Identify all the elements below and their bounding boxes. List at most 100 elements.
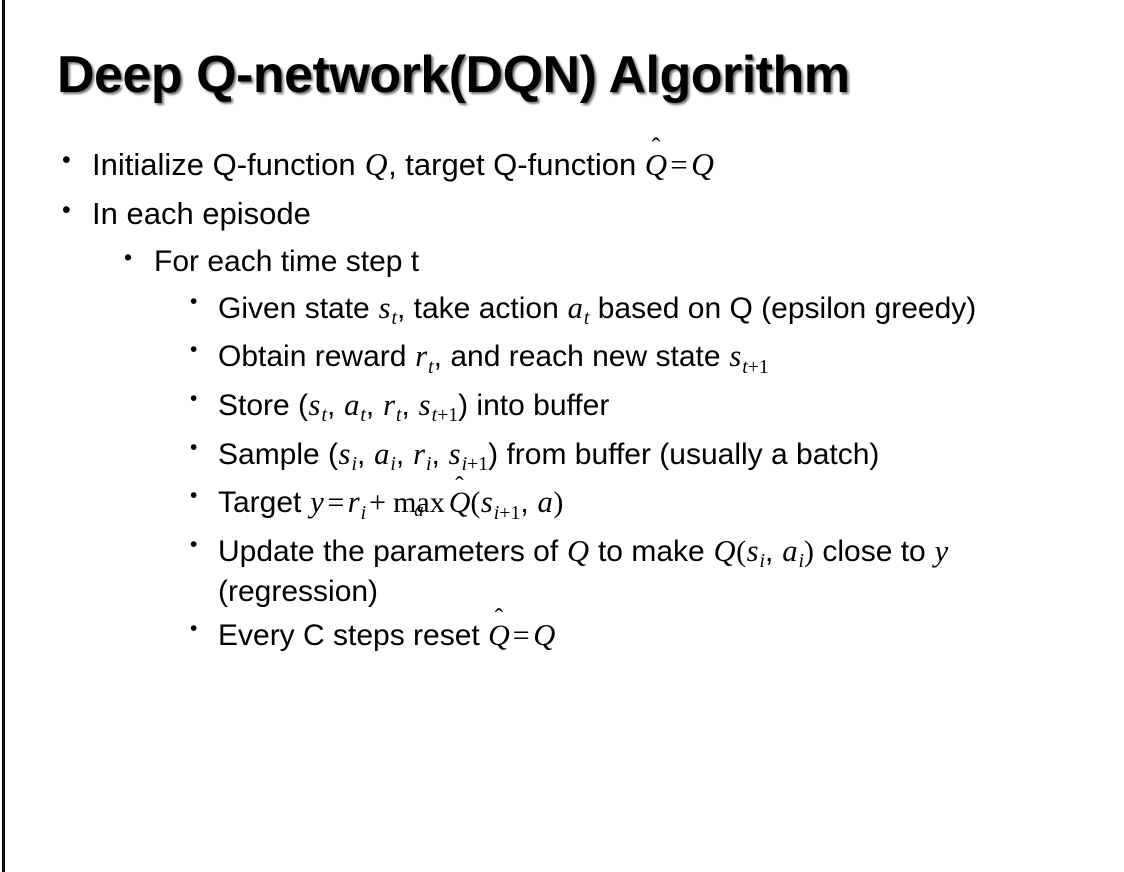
math-var-q-base: Q <box>644 147 668 182</box>
math-var-s: s <box>448 436 461 471</box>
bullet-initialize-text: Initialize Q-function Q, target Q-functi… <box>92 146 1124 184</box>
math-var-a: a <box>344 387 360 422</box>
math-close-paren: ) <box>553 486 564 520</box>
text-run: , <box>326 388 344 422</box>
math-sub-i: i <box>426 452 432 475</box>
text-run: , <box>401 388 419 422</box>
bullet-marker: • <box>190 338 198 362</box>
math-q-hat: ̂Q <box>449 485 471 520</box>
math-var-q2: Q <box>691 147 714 182</box>
bullet-marker: • <box>190 435 198 459</box>
text-run: , <box>765 534 782 568</box>
bullet-given-state-text: Given state st, take action at based on … <box>218 290 1095 331</box>
math-sub-t: t <box>428 355 434 378</box>
bullet-given-state: • Given state st, take action at based o… <box>0 290 1095 331</box>
math-q-hat: ̂Q <box>488 618 510 653</box>
math-equals: = <box>512 619 530 653</box>
slide-title: Deep Q-network(DQN) Algorithm <box>57 46 850 104</box>
sub-var: t <box>431 404 438 427</box>
math-sub-i: i <box>390 452 396 475</box>
sub-var: i <box>461 452 468 475</box>
max-label: max <box>393 486 445 520</box>
math-sub-i-plus-1: i+1 <box>493 501 521 524</box>
math-equals: = <box>670 147 688 182</box>
bullet-marker: • <box>190 289 198 313</box>
math-var-s: s <box>418 387 431 422</box>
math-var-s: s <box>746 533 759 568</box>
math-var-r: r <box>413 436 425 471</box>
text-run: Obtain reward <box>218 340 415 374</box>
bullet-for-each-time-step-text: For each time step t <box>154 245 420 279</box>
bullet-in-each-episode: • In each episode <box>0 196 1124 233</box>
math-var-r: r <box>383 387 395 422</box>
math-sub-i-plus-1: i+1 <box>461 452 489 475</box>
slide-left-rule <box>2 0 5 872</box>
math-var-a: a <box>567 290 583 325</box>
math-var-y: y <box>310 485 324 520</box>
text-run: , <box>365 388 383 422</box>
text-run: to make <box>589 534 714 568</box>
text-run: (regression) <box>218 574 379 608</box>
math-var-q-base: Q <box>488 619 510 653</box>
bullet-marker: • <box>190 532 198 556</box>
bullet-obtain-reward: • Obtain reward rt, and reach new state … <box>0 338 1095 379</box>
bullet-reset-target-network: • Every C steps reset ̂Q=Q <box>0 617 1095 653</box>
math-q-hat: ̂Q <box>645 147 667 184</box>
text-run: Every C steps reset <box>218 619 489 653</box>
bullet-store-transition-text: Store (st, at, rt, st+1) into buffer <box>218 387 1095 428</box>
sub-num: +1 <box>747 355 769 378</box>
bullet-update-parameters: • Update the parameters of Q to make Q(s… <box>0 533 1095 609</box>
math-sub-t-plus-1: t+1 <box>431 404 459 427</box>
text-run: Store ( <box>218 388 309 422</box>
sub-num: +1 <box>437 404 459 427</box>
bullet-update-parameters-text: Update the parameters of Q to make Q(si,… <box>218 533 1095 609</box>
math-plus: + <box>369 486 387 520</box>
bullet-marker: • <box>190 484 198 508</box>
math-equals: = <box>327 486 345 520</box>
text-run: , take action <box>396 291 568 325</box>
bullet-sample-batch: • Sample (si, ai, ri, si+1) from buffer … <box>0 436 1095 477</box>
text-run: , <box>431 437 449 471</box>
sub-num: +1 <box>467 452 489 475</box>
text-run: , and reach new state <box>433 340 729 374</box>
text-run: ) into buffer <box>458 388 610 422</box>
math-sub-i: i <box>360 501 367 524</box>
math-sub-t: t <box>321 404 327 427</box>
math-var-a: a <box>537 485 553 520</box>
text-run: , <box>395 437 413 471</box>
math-sub-t-plus-1: t+1 <box>742 356 769 378</box>
text-run: Target <box>218 486 310 520</box>
bullet-marker: • <box>190 386 198 410</box>
bullet-in-each-episode-text: In each episode <box>92 195 311 231</box>
sub-var: t <box>742 355 748 378</box>
math-var-q-base: Q <box>448 486 471 520</box>
bullet-for-each-time-step: • For each time step t <box>0 244 1124 279</box>
math-sub-i: i <box>759 550 766 573</box>
math-close-paren: ) <box>804 534 815 568</box>
math-var-q: Q <box>567 533 590 568</box>
math-sub-i: i <box>798 550 805 573</box>
math-open-paren: ( <box>736 534 747 568</box>
math-var-s: s <box>338 436 351 471</box>
sub-num: +1 <box>499 501 521 524</box>
math-var-q: Q <box>533 618 556 653</box>
max-underscript: a <box>414 500 424 522</box>
math-var-s: s <box>729 339 742 374</box>
math-var-y: y <box>934 533 949 568</box>
text-run: , target Q-function <box>388 147 645 182</box>
math-var-a: a <box>782 533 798 568</box>
math-var-s: s <box>308 387 321 422</box>
math-var-q2: Q <box>713 533 736 568</box>
bullet-obtain-reward-text: Obtain reward rt, and reach new state st… <box>218 338 1095 379</box>
math-sub-i: i <box>351 452 357 475</box>
math-sub-t: t <box>391 306 397 329</box>
math-var-a: a <box>374 436 390 471</box>
text-run: Update the parameters of <box>218 534 567 568</box>
sub-var: i <box>493 501 500 524</box>
text-run: Sample ( <box>218 437 339 471</box>
text-run: Initialize Q-function <box>92 147 365 182</box>
math-sub-t: t <box>395 404 402 427</box>
math-sub-t: t <box>583 306 590 329</box>
text-run: , <box>520 486 538 520</box>
bullet-store-transition: • Store (st, at, rt, st+1) into buffer <box>0 387 1095 428</box>
